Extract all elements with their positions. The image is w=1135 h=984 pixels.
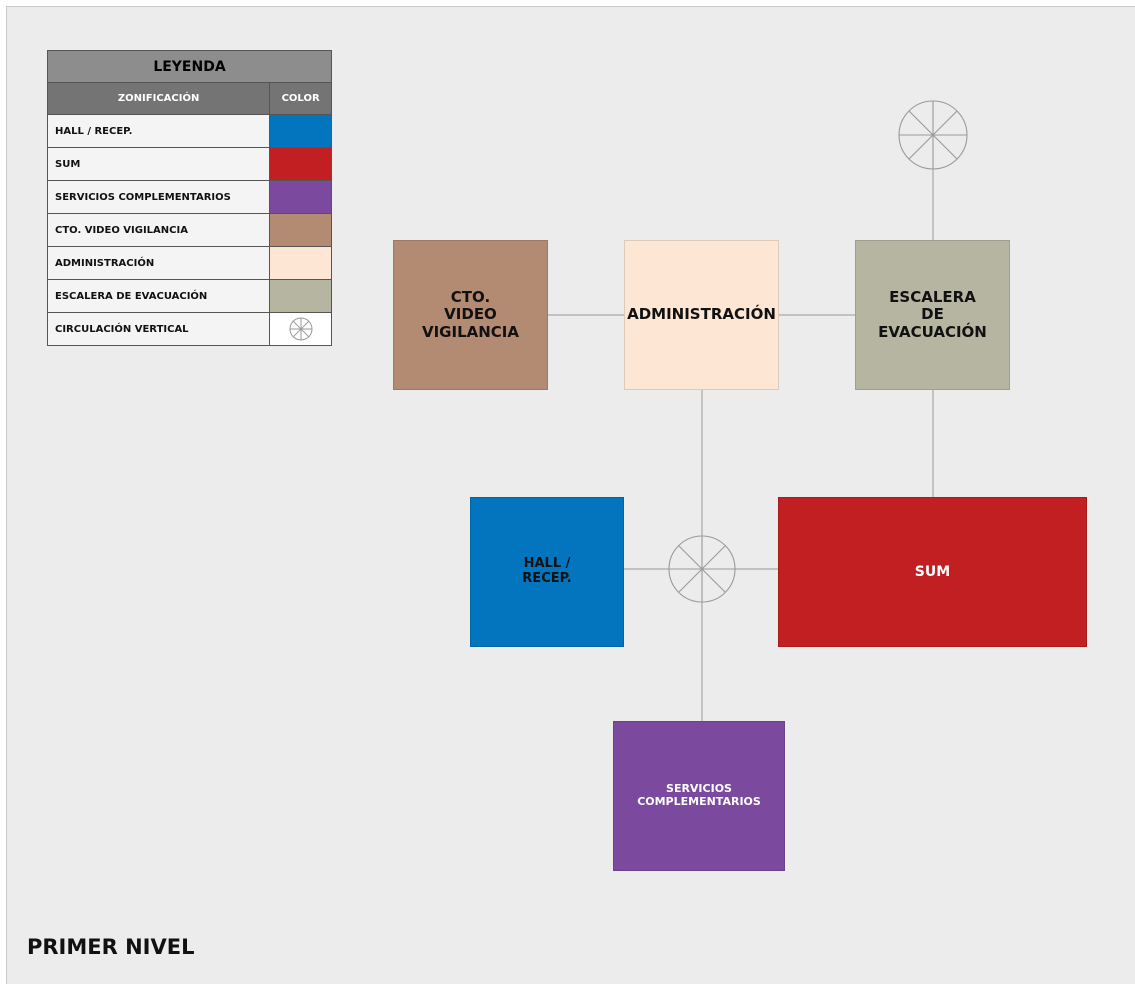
zone-hall-reception-label: HALL / RECEP. [522,556,572,586]
legend-row: ADMINISTRACIÓN [46,246,332,280]
legend-row: SERVICIOS COMPLEMENTARIOS [46,180,332,214]
legend-color-swatch [269,246,332,280]
zone-evacuation-stairs-label: ESCALERA DE EVACUACIÓN [878,288,987,341]
legend-color-swatch [269,147,332,181]
vertical-circulation-icon [668,535,736,603]
vertical-circulation-icon [898,100,968,170]
legend-row-label: ESCALERA DE EVACUACIÓN [46,279,271,313]
legend-row-label: SUM [46,147,271,181]
zone-hall-reception: HALL / RECEP. [470,497,624,647]
legend-row-label: CTO. VIDEO VIGILANCIA [46,213,271,247]
vertical-circulation-icon [289,317,313,341]
legend-row: CTO. VIDEO VIGILANCIA [46,213,332,247]
legend: LEYENDA ZONIFICACIÓN COLOR HALL / RECEP.… [46,50,332,346]
legend-row-label: ADMINISTRACIÓN [46,246,271,280]
legend-color-swatch [269,213,332,247]
legend-color-swatch [269,312,332,346]
legend-row-label: CIRCULACIÓN VERTICAL [46,312,271,346]
level-title: PRIMER NIVEL [27,935,195,959]
zone-sum-label: SUM [914,563,951,580]
legend-color-swatch [269,180,332,214]
zone-evacuation-stairs: ESCALERA DE EVACUACIÓN [855,240,1010,390]
legend-row: HALL / RECEP. [46,114,332,148]
legend-color-swatch [269,279,332,313]
legend-color-swatch [269,114,332,148]
zone-administration: ADMINISTRACIÓN [624,240,779,390]
legend-title: LEYENDA [47,50,332,83]
legend-row-label: SERVICIOS COMPLEMENTARIOS [46,180,271,214]
zone-sum: SUM [778,497,1087,647]
zone-administration-label: ADMINISTRACIÓN [627,305,776,324]
legend-column-zoning: ZONIFICACIÓN [46,82,271,115]
legend-row: SUM [46,147,332,181]
legend-row: ESCALERA DE EVACUACIÓN [46,279,332,313]
legend-row: CIRCULACIÓN VERTICAL [46,312,332,346]
connection-lines [548,100,968,721]
legend-row-label: HALL / RECEP. [46,114,271,148]
diagram-canvas: CTO. VIDEO VIGILANCIA ADMINISTRACIÓN ESC… [6,6,1135,984]
legend-column-color: COLOR [269,82,332,115]
zone-complementary-services-label: SERVICIOS COMPLEMENTARIOS [637,782,761,808]
zone-video-surveillance: CTO. VIDEO VIGILANCIA [393,240,548,390]
zone-video-surveillance-label: CTO. VIDEO VIGILANCIA [421,288,519,341]
zone-complementary-services: SERVICIOS COMPLEMENTARIOS [613,721,785,871]
